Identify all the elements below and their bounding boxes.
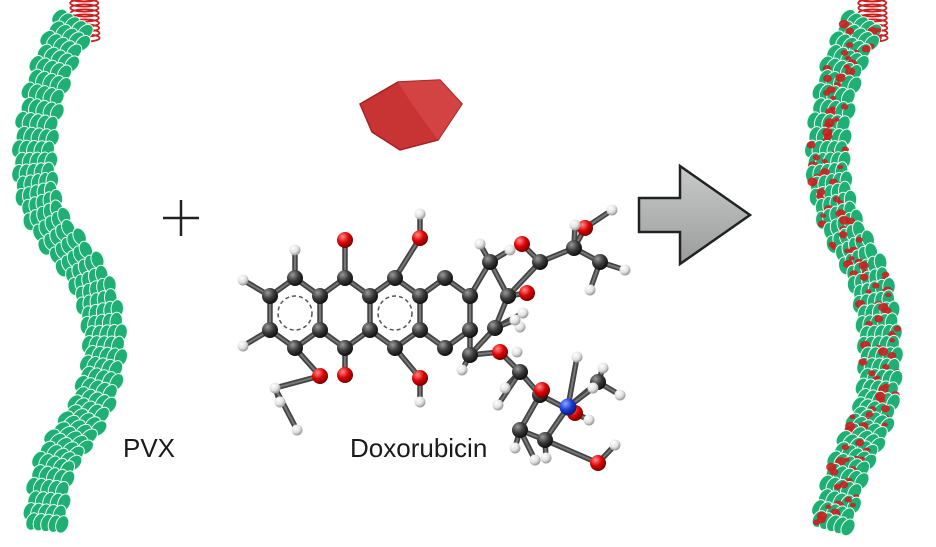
doxorubicin-label: Doxorubicin [350,433,488,463]
right-arrow-icon [637,163,753,267]
molecule-atoms [237,204,631,471]
pvx-loaded-particle [804,0,904,537]
plus-icon [163,200,199,236]
pvx-label: PVX [123,433,176,463]
pvx-virus-particle [11,0,129,534]
doxorubicin-molecule [237,204,631,471]
hexagon-icon [359,79,463,151]
